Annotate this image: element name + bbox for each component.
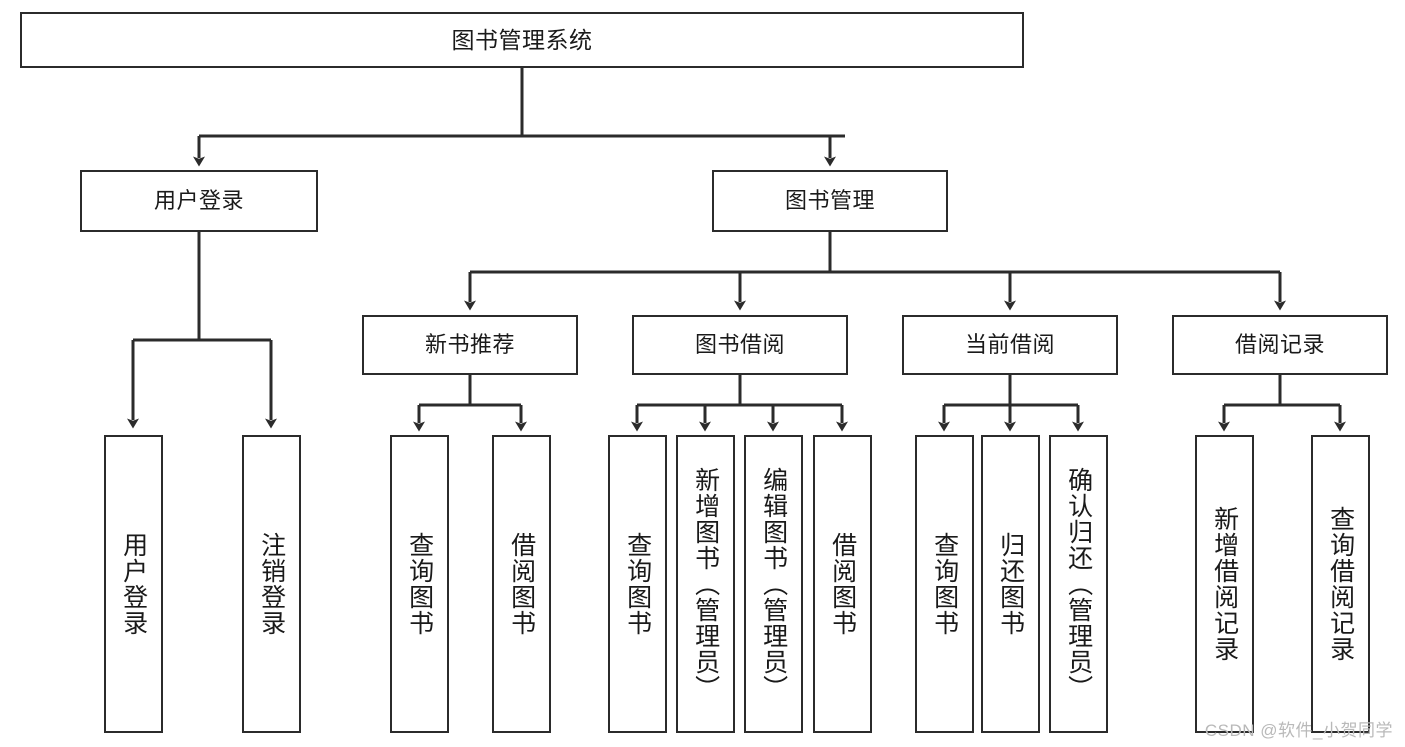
node-user-login[interactable]: 用户登录 — [80, 170, 318, 232]
node-leaf-query-record[interactable]: 查询借阅记录 — [1311, 435, 1370, 733]
node-book-borrow[interactable]: 图书借阅 — [632, 315, 848, 375]
node-leaf-edit-book-label: 编辑图书（管理员） — [759, 467, 788, 701]
node-root[interactable]: 图书管理系统 — [20, 12, 1024, 68]
node-leaf-edit-book[interactable]: 编辑图书（管理员） — [744, 435, 803, 733]
node-leaf-add-record-label: 新增借阅记录 — [1210, 506, 1239, 662]
node-book-borrow-label: 图书借阅 — [694, 332, 785, 358]
node-new-book-recommend[interactable]: 新书推荐 — [362, 315, 578, 375]
node-leaf-add-book[interactable]: 新增图书（管理员） — [676, 435, 735, 733]
node-leaf-borrow-book-1-label: 借阅图书 — [507, 532, 536, 636]
node-borrow-record[interactable]: 借阅记录 — [1172, 315, 1388, 375]
node-leaf-add-book-label: 新增图书（管理员） — [691, 467, 720, 701]
node-current-borrow-label: 当前借阅 — [964, 332, 1055, 358]
node-root-label: 图书管理系统 — [451, 26, 593, 53]
node-leaf-confirm-return-label: 确认归还（管理员） — [1064, 467, 1093, 701]
node-leaf-query-book-2-label: 查询图书 — [623, 532, 652, 636]
node-current-borrow[interactable]: 当前借阅 — [902, 315, 1118, 375]
node-borrow-record-label: 借阅记录 — [1234, 332, 1325, 358]
node-leaf-user-login[interactable]: 用户登录 — [104, 435, 163, 733]
node-leaf-borrow-book-1[interactable]: 借阅图书 — [492, 435, 551, 733]
node-leaf-borrow-book-2[interactable]: 借阅图书 — [813, 435, 872, 733]
node-book-manage[interactable]: 图书管理 — [712, 170, 948, 232]
node-leaf-query-book-1-label: 查询图书 — [405, 532, 434, 636]
node-user-login-label: 用户登录 — [153, 188, 244, 214]
node-new-book-recommend-label: 新书推荐 — [424, 332, 515, 358]
node-book-manage-label: 图书管理 — [784, 188, 875, 214]
node-leaf-query-book-3[interactable]: 查询图书 — [915, 435, 974, 733]
node-leaf-logout-login-label: 注销登录 — [257, 532, 286, 636]
node-leaf-logout-login[interactable]: 注销登录 — [242, 435, 301, 733]
node-leaf-add-record[interactable]: 新增借阅记录 — [1195, 435, 1254, 733]
node-leaf-return-book-label: 归还图书 — [996, 532, 1025, 636]
node-leaf-borrow-book-2-label: 借阅图书 — [828, 532, 857, 636]
node-leaf-confirm-return[interactable]: 确认归还（管理员） — [1049, 435, 1108, 733]
node-leaf-query-book-1[interactable]: 查询图书 — [390, 435, 449, 733]
node-leaf-return-book[interactable]: 归还图书 — [981, 435, 1040, 733]
node-leaf-query-book-2[interactable]: 查询图书 — [608, 435, 667, 733]
node-leaf-query-book-3-label: 查询图书 — [930, 532, 959, 636]
node-leaf-query-record-label: 查询借阅记录 — [1326, 506, 1355, 662]
node-leaf-user-login-label: 用户登录 — [119, 532, 148, 636]
csdn-watermark: CSDN @软件_小贺同学 — [1204, 721, 1393, 740]
